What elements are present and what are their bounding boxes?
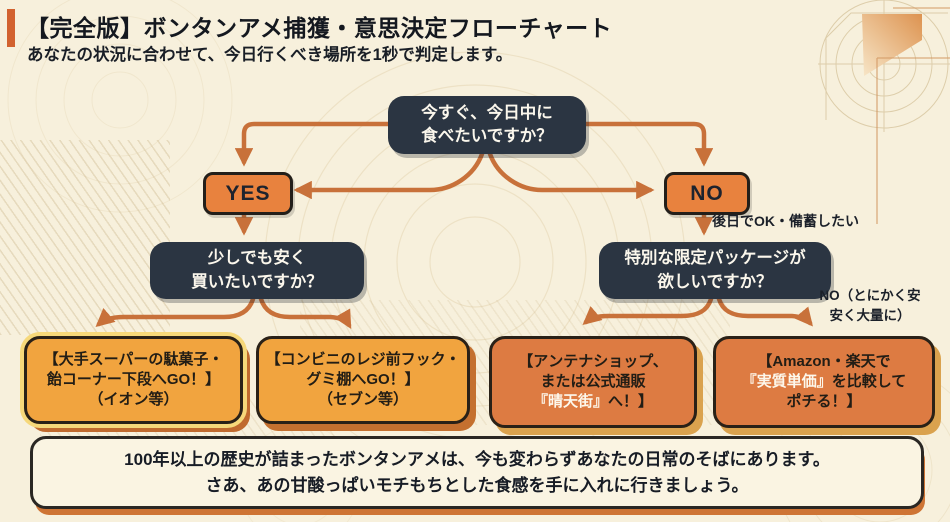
result-antenna-line2: または公式通販 — [540, 372, 646, 390]
left-question-line1: 少しでも安く — [207, 249, 307, 268]
no-node: NO — [664, 172, 750, 215]
result-online-highlight: 『実質単価』 — [741, 372, 832, 390]
result-antenna-line3-tail: へ！】 — [608, 393, 654, 411]
right-question-line2: 欲しいですか？ — [657, 272, 773, 291]
result-convenience-line3: （セブン等） — [317, 391, 408, 409]
root-question-line1: 今すぐ、今日中に — [421, 103, 553, 122]
result-antenna-shop-node: 【アンテナショップ、 または公式通販 『晴天街』へ！】 — [489, 336, 697, 428]
footer-banner: 100年以上の歴史が詰まったボンタンアメは、今も変わらずあなたの日常のそばにあり… — [30, 436, 924, 509]
result-convenience-line2: グミ棚へGO！】 — [306, 370, 420, 388]
right-no-note-line1: NO（とにかく安 — [819, 288, 921, 303]
footer-line1: 100年以上の歴史が詰まったボンタンアメは、今も変わらずあなたの日常のそばにあり… — [124, 450, 830, 469]
hatch-texture-left — [0, 140, 170, 335]
right-no-note-line2: 安く大量に） — [829, 307, 911, 323]
left-question-node: 少しでも安く 買いたいですか？ — [150, 242, 364, 299]
no-branch-note: 後日でOK・備蓄したい — [712, 213, 859, 229]
result-convenience-node: 【コンビニのレジ前フック・ グミ棚へGO！】 （セブン等） — [256, 336, 470, 424]
result-online-line2-tail: を比較して — [831, 372, 907, 390]
result-antenna-line1: 【アンテナショップ、 — [518, 352, 668, 370]
title-accent-bar — [7, 9, 15, 47]
right-no-note: NO（とにかく安 安く大量に） — [798, 286, 942, 325]
left-question-line2: 買いたいですか？ — [191, 272, 323, 291]
right-question-node: 特別な限定パッケージが 欲しいですか？ — [599, 242, 831, 299]
root-question-line2: 食べたいですか？ — [421, 127, 553, 145]
result-convenience-line1: 【コンビニのレジ前フック・ — [265, 350, 461, 368]
page-subtitle: あなたの状況に合わせて、今日行くべき場所を1秒で判定します。 — [27, 46, 513, 64]
result-supermarket-node: 【大手スーパーの駄菓子・ 飴コーナー下段へGO！】 （イオン等） — [24, 336, 243, 424]
yes-node: YES — [203, 172, 293, 215]
right-question-line1: 特別な限定パッケージが — [624, 249, 806, 268]
result-online-shop-node: 【Amazon・楽天で 『実質単価』を比較して ポチる！】 — [713, 336, 935, 428]
result-antenna-line3: 『晴天街』へ！】 — [533, 392, 653, 412]
result-supermarket-line2: 飴コーナー下段へGO！】 — [46, 370, 221, 388]
page-title: 【完全版】ボンタンアメ捕獲・意思決定フローチャート — [26, 15, 613, 41]
result-supermarket-line1: 【大手スーパーの駄菓子・ — [43, 350, 224, 368]
result-antenna-highlight: 『晴天街』 — [532, 393, 608, 411]
root-question-node: 今すぐ、今日中に 食べたいですか？ — [388, 96, 586, 154]
result-online-line2: 『実質単価』を比較して — [742, 372, 907, 392]
result-online-line3: ポチる！】 — [786, 393, 862, 411]
result-online-line1: 【Amazon・楽天で — [757, 352, 891, 370]
result-supermarket-line3: （イオン等） — [88, 391, 179, 409]
footer-line2: さあ、あの甘酸っぱいモチもちとした食感を手に入れに行きましょう。 — [205, 475, 749, 495]
